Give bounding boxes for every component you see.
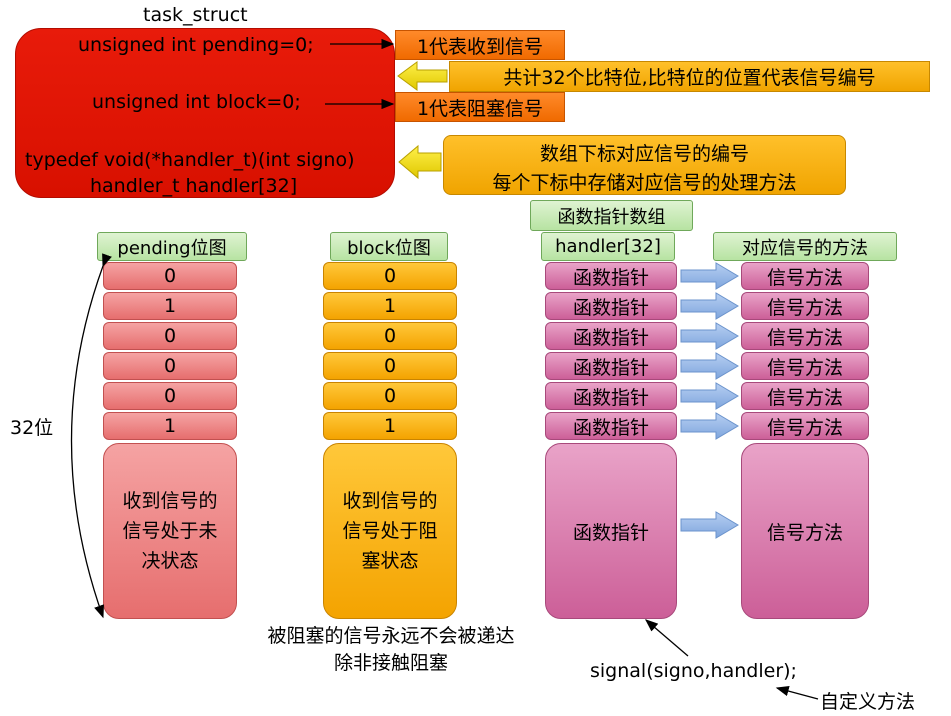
handler-to-method-arrows [680, 262, 739, 539]
function-pointer-cell: 函数指针 [545, 412, 677, 440]
blocked-note: 被阻塞的信号永远不会被递达 除非接触阻塞 [226, 623, 556, 677]
pending-state-line3: 决状态 [141, 550, 199, 572]
block-bit-cell: 0 [323, 322, 457, 350]
function-pointer-cell: 函数指针 [545, 382, 677, 410]
pending-bit-cell: 0 [103, 382, 237, 410]
handler-array-declaration: handler_t handler[32] [90, 175, 298, 197]
signal-call-label: signal(signo,handler); [590, 660, 797, 682]
block-bitmap-title: block位图 [330, 232, 448, 261]
function-pointer-cell: 函数指针 [545, 322, 677, 350]
pending-bit-cell: 0 [103, 322, 237, 350]
pending-bit-cell: 1 [103, 292, 237, 320]
pending-pending-state-cell: 收到信号的 信号处于未 决状态 [103, 443, 237, 619]
function-pointer-cell: 函数指针 [545, 262, 677, 290]
blue-arrow [680, 292, 739, 320]
blocked-note-line1: 被阻塞的信号永远不会被递达 [267, 625, 515, 647]
function-pointer-cell: 函数指针 [545, 292, 677, 320]
blue-arrow [680, 412, 739, 440]
custom-method-arrow [775, 686, 819, 700]
blocked-note-line2: 除非接触阻塞 [333, 652, 448, 674]
pending-bit-cell: 1 [103, 412, 237, 440]
function-pointer-cell: 函数指针 [545, 352, 677, 380]
block-state-line1: 收到信号的 [342, 490, 438, 512]
function-pointer-array-title: 函数指针数组 [530, 200, 693, 231]
handler-array-title: handler[32] [541, 232, 675, 261]
pending-state-line2: 信号处于未 [122, 520, 218, 542]
bits-note-arrow [397, 61, 448, 91]
block-meaning-note: 1代表阻塞信号 [395, 92, 565, 122]
block-bit-cell: 0 [323, 352, 457, 380]
pending-declaration: unsigned int pending=0; [78, 34, 314, 56]
pending-bitmap-title: pending位图 [97, 232, 247, 261]
signal-method-big-cell: 信号方法 [741, 443, 869, 619]
handler-meaning-line1: 数组下标对应信号的编号 [539, 143, 749, 165]
custom-method-label: 自定义方法 [820, 691, 916, 713]
signal-method-cell: 信号方法 [741, 382, 869, 410]
task-struct-title: task_struct [143, 4, 248, 26]
handler-note-arrow [398, 144, 442, 180]
block-state-line2: 信号处于阻 [342, 520, 438, 542]
bits-meaning-note: 共计32个比特位,比特位的位置代表信号编号 [449, 61, 930, 92]
signal-method-cell: 信号方法 [741, 352, 869, 380]
blue-arrow [680, 322, 739, 350]
signal-method-cell: 信号方法 [741, 292, 869, 320]
handler-meaning-note: 数组下标对应信号的编号 每个下标中存储对应信号的处理方法 [443, 135, 846, 195]
blue-arrow [680, 511, 739, 539]
signal-method-cell: 信号方法 [741, 412, 869, 440]
signal-call-arrow [645, 619, 689, 657]
signal-method-cell: 信号方法 [741, 262, 869, 290]
typedef-handler-line: typedef void(*handler_t)(int signo) [25, 149, 355, 171]
handler-meaning-line2: 每个下标中存储对应信号的处理方法 [492, 172, 797, 194]
task-struct-box [15, 28, 395, 198]
blue-arrow [680, 352, 739, 380]
bit-count-bracket [70, 253, 112, 619]
pending-meaning-note: 1代表收到信号 [395, 30, 565, 60]
bit-count-label: 32位 [10, 417, 54, 439]
pending-state-line1: 收到信号的 [122, 490, 218, 512]
signal-method-cell: 信号方法 [741, 322, 869, 350]
blue-arrow [680, 382, 739, 410]
function-pointer-big-cell: 函数指针 [545, 443, 677, 619]
signal-method-title: 对应信号的方法 [713, 232, 897, 261]
block-blocked-state-cell: 收到信号的 信号处于阻 塞状态 [323, 443, 457, 619]
pending-bit-cell: 0 [103, 352, 237, 380]
block-bit-cell: 0 [323, 262, 457, 290]
block-bit-cell: 1 [323, 412, 457, 440]
block-bit-cell: 0 [323, 382, 457, 410]
pending-bit-cell: 0 [103, 262, 237, 290]
blue-arrow [680, 262, 739, 290]
block-bit-cell: 1 [323, 292, 457, 320]
block-declaration: unsigned int block=0; [92, 91, 301, 113]
block-state-line3: 塞状态 [361, 550, 419, 572]
